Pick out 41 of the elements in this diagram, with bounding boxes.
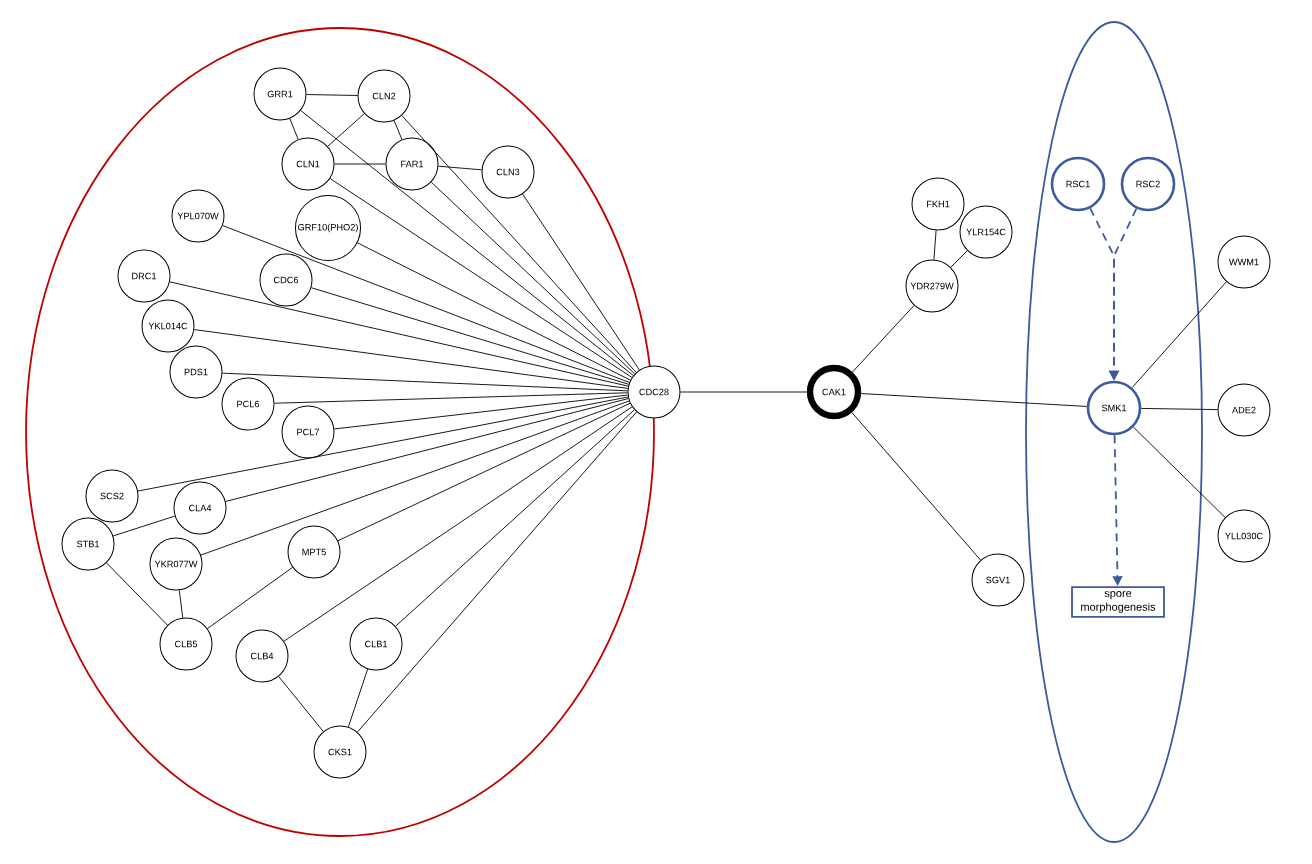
interaction-line [1133, 426, 1226, 518]
interaction-line [437, 165, 483, 171]
interaction-line [207, 567, 293, 629]
interaction-line [178, 589, 184, 619]
interaction-line [327, 113, 365, 147]
interaction-line [329, 178, 633, 378]
interaction-line [278, 676, 324, 732]
interaction-line [283, 406, 633, 642]
interaction-line [137, 396, 629, 492]
interaction-line [1131, 281, 1227, 389]
interaction-line [306, 94, 358, 96]
interaction-line [193, 329, 629, 389]
interaction-line [1140, 408, 1218, 411]
interaction-line [200, 400, 630, 556]
interaction-line [289, 118, 299, 140]
interaction-line [337, 402, 631, 542]
interaction-line [334, 163, 386, 165]
interaction-line [310, 287, 630, 385]
interaction-line [333, 394, 629, 430]
interaction-line [357, 242, 631, 381]
interaction-line [522, 193, 640, 371]
interaction-line [933, 230, 937, 261]
interaction-line [347, 668, 369, 728]
interaction-line [112, 515, 176, 537]
interaction-line [680, 391, 808, 393]
interaction-line [106, 562, 168, 626]
interaction-line [169, 281, 629, 387]
interaction-line [950, 250, 968, 268]
interaction-line [300, 110, 634, 376]
interaction-line [401, 115, 637, 373]
interaction-line [852, 305, 915, 373]
interaction-line [222, 225, 630, 383]
interaction-line [274, 392, 628, 404]
interaction-line [395, 409, 635, 627]
interaction-line [851, 412, 982, 561]
interaction-line [860, 393, 1088, 407]
interaction-line [225, 398, 629, 502]
interaction-line [222, 372, 628, 392]
interaction-line [393, 120, 403, 140]
interaction-line [356, 411, 638, 733]
interaction-line [430, 181, 636, 375]
